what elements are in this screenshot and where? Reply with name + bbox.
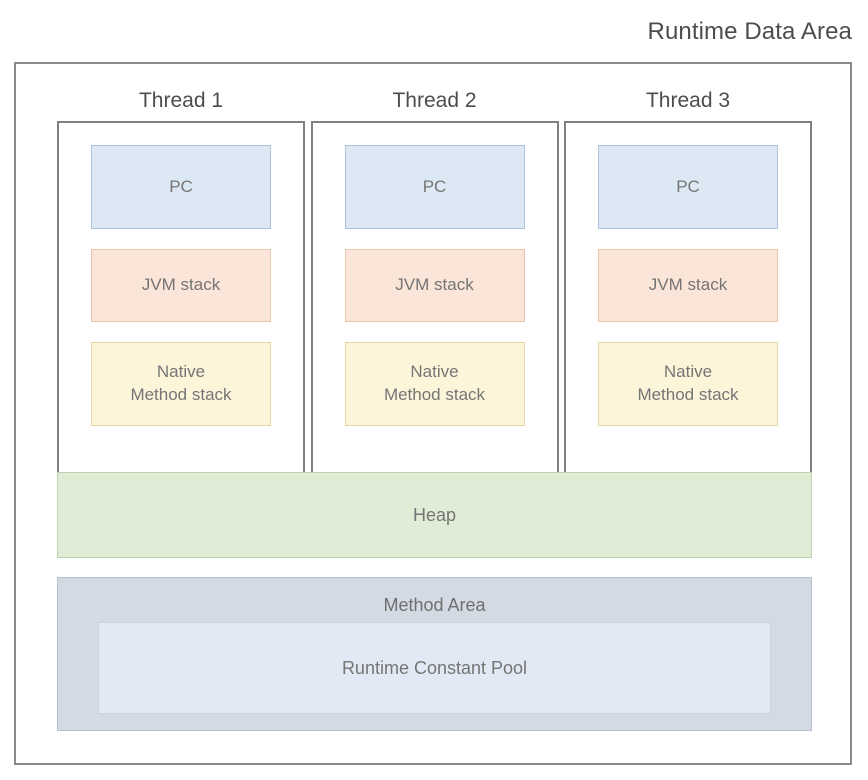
page-title: Runtime Data Area bbox=[647, 18, 852, 45]
thread-1-pc-box: PC bbox=[91, 145, 271, 229]
thread-1-label: Thread 1 bbox=[138, 89, 224, 112]
thread-2-jvm-stack-box: JVM stack bbox=[344, 249, 525, 322]
runtime-constant-pool-box: Runtime Constant Pool bbox=[98, 622, 771, 714]
method-area-box: Method Area Runtime Constant Pool bbox=[57, 577, 812, 731]
thread-3-jvm-stack-box: JVM stack bbox=[598, 249, 778, 322]
thread-2-label: Thread 2 bbox=[392, 89, 477, 112]
thread-3-label: Thread 3 bbox=[645, 89, 731, 112]
heap-box: Heap bbox=[57, 472, 812, 558]
thread-1-jvm-stack-box: JVM stack bbox=[91, 249, 271, 322]
thread-2-pc-box: PC bbox=[344, 145, 525, 229]
method-area-label: Method Area bbox=[383, 595, 486, 615]
thread-3-pc-box: PC bbox=[598, 145, 778, 229]
